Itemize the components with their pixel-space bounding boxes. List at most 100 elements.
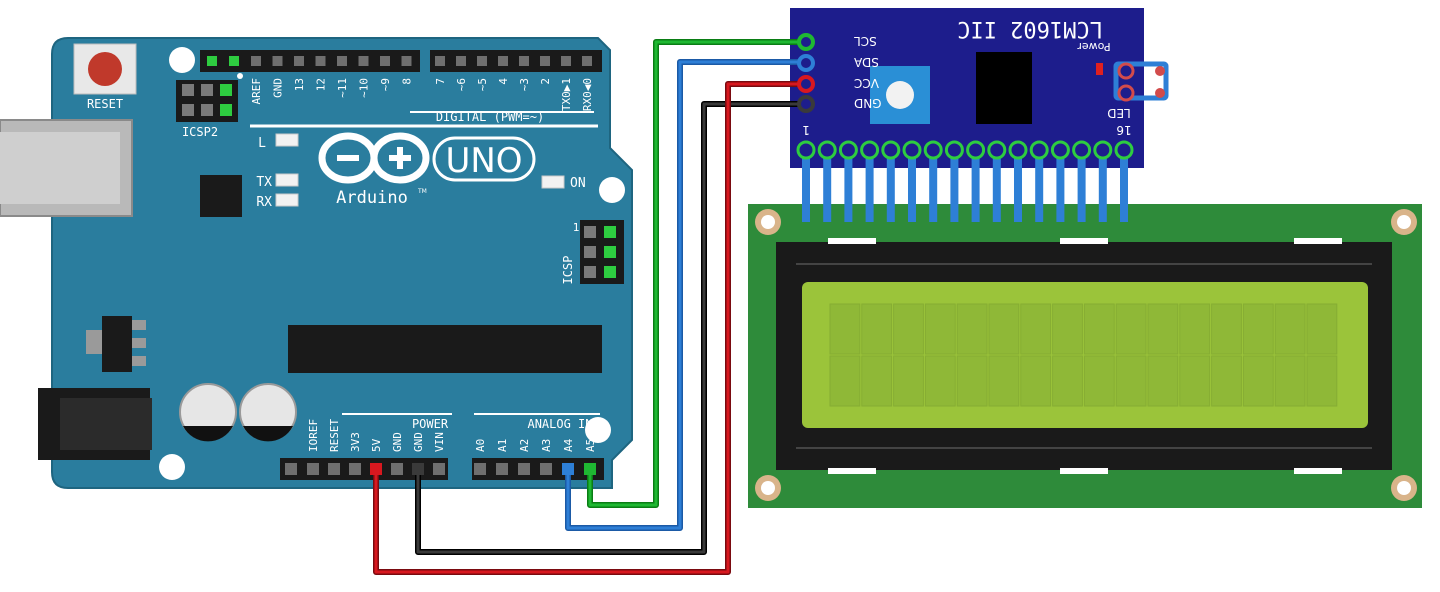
lcd-cell xyxy=(893,303,924,355)
connector-pin xyxy=(1098,152,1107,222)
header-socket[interactable] xyxy=(433,463,445,475)
header-socket[interactable] xyxy=(582,56,592,66)
analog-pin-label: A0 xyxy=(474,439,487,452)
led-l xyxy=(275,133,299,147)
led-rx-label: RX xyxy=(256,195,272,210)
header-socket[interactable] xyxy=(358,56,369,66)
header-socket[interactable] xyxy=(294,56,304,66)
digital-pin-label: ~6 xyxy=(455,78,468,91)
reset-label: RESET xyxy=(87,97,123,111)
digital-pin-label: ~11 xyxy=(336,78,349,98)
digital-pin-label: ~10 xyxy=(358,78,371,98)
logo-plus-v xyxy=(397,147,403,169)
5v-pin[interactable] xyxy=(370,463,382,475)
header-socket[interactable] xyxy=(518,463,530,475)
capacitor xyxy=(179,383,237,442)
header-socket[interactable] xyxy=(349,463,361,475)
analog-pin-label: A2 xyxy=(518,439,531,452)
connector-pin xyxy=(950,152,959,222)
digital-pin-label: AREF xyxy=(250,78,263,105)
i2c-pin-first: 1 xyxy=(802,123,810,137)
lcd-cell xyxy=(1115,355,1147,407)
header-socket[interactable] xyxy=(496,463,508,475)
led-l-label: L xyxy=(258,136,266,151)
lcd-cell xyxy=(1274,355,1306,407)
i2c-pin-label: GND xyxy=(854,96,882,110)
mount-hole xyxy=(585,417,611,443)
i2c-pin-label: VCC xyxy=(854,76,879,90)
a4-pin[interactable] xyxy=(562,463,574,475)
i2c-pin-label: SCL xyxy=(854,34,877,48)
header-socket[interactable] xyxy=(540,56,550,66)
header-socket[interactable] xyxy=(474,463,486,475)
lcd-cell xyxy=(988,355,1020,407)
vcc-wire[interactable] xyxy=(374,82,806,574)
analog-pin-label: A3 xyxy=(540,439,553,452)
header-socket[interactable] xyxy=(519,56,529,66)
digital-pin-label: 8 xyxy=(401,78,414,85)
header-socket[interactable] xyxy=(498,56,508,66)
header-socket[interactable] xyxy=(401,56,412,66)
header-socket[interactable] xyxy=(561,56,571,66)
i2c-title: LCM1602 IIC xyxy=(957,16,1103,41)
digital-pin-label: ~3 xyxy=(518,78,531,91)
connector-pin xyxy=(992,152,1001,222)
led-on xyxy=(541,175,565,189)
connector-pin xyxy=(844,152,853,222)
power-pin-label: RESET xyxy=(328,419,341,452)
icsp-label: ICSP xyxy=(561,256,575,285)
analog-label: ANALOG IN xyxy=(527,417,592,431)
lcd-cell xyxy=(924,355,956,407)
header-socket[interactable] xyxy=(456,56,466,66)
header-socket[interactable] xyxy=(435,56,445,66)
gnd-socket[interactable] xyxy=(797,95,815,113)
header-socket[interactable] xyxy=(229,56,239,66)
connector-pin xyxy=(971,152,980,222)
connector-pin xyxy=(908,152,916,222)
header-socket[interactable] xyxy=(337,56,347,66)
lcd-cell xyxy=(861,355,893,407)
header-socket[interactable] xyxy=(251,56,261,66)
header-socket[interactable] xyxy=(315,56,326,66)
header-socket[interactable] xyxy=(540,463,552,475)
led-tx xyxy=(275,173,299,187)
vcc-socket[interactable] xyxy=(797,75,815,93)
arduino-logo xyxy=(318,132,430,184)
connector-pin xyxy=(1077,152,1086,222)
connector-pin xyxy=(1014,152,1022,222)
sda-wire[interactable] xyxy=(566,60,806,530)
scl-wire[interactable] xyxy=(588,40,806,507)
lcd-cell xyxy=(829,355,861,407)
a5-pin[interactable] xyxy=(584,463,596,475)
power-jack-face xyxy=(60,398,152,450)
lcd-cell xyxy=(893,355,924,407)
header-socket[interactable] xyxy=(272,56,283,66)
header-socket[interactable] xyxy=(391,463,403,475)
wires xyxy=(373,39,807,575)
reset-button-cap xyxy=(88,52,122,86)
header-socket[interactable] xyxy=(285,463,297,475)
connector-pin xyxy=(1120,152,1128,222)
lcd-cell xyxy=(1242,303,1274,355)
digital-header-label: DIGITAL (PWM=~) xyxy=(436,110,544,124)
led-jumper[interactable] xyxy=(1113,61,1169,101)
header-socket[interactable] xyxy=(477,56,487,66)
header-socket[interactable] xyxy=(307,463,319,475)
scl-socket[interactable] xyxy=(797,33,815,51)
contrast-pot-knob[interactable] xyxy=(886,81,914,109)
header-socket[interactable] xyxy=(328,463,340,475)
header-socket[interactable] xyxy=(207,56,217,66)
lcd-cell xyxy=(861,303,893,355)
header-socket[interactable] xyxy=(380,56,390,66)
connector-pin xyxy=(1035,152,1044,222)
power-pin-label: GND xyxy=(391,432,404,452)
lcd-cell xyxy=(1179,355,1211,407)
gnd-pin[interactable] xyxy=(412,463,424,475)
power-pin-label: 5V xyxy=(370,438,383,452)
lcd-cell xyxy=(1179,303,1211,355)
sda-socket[interactable] xyxy=(797,54,815,72)
gnd-wire[interactable] xyxy=(416,102,806,554)
